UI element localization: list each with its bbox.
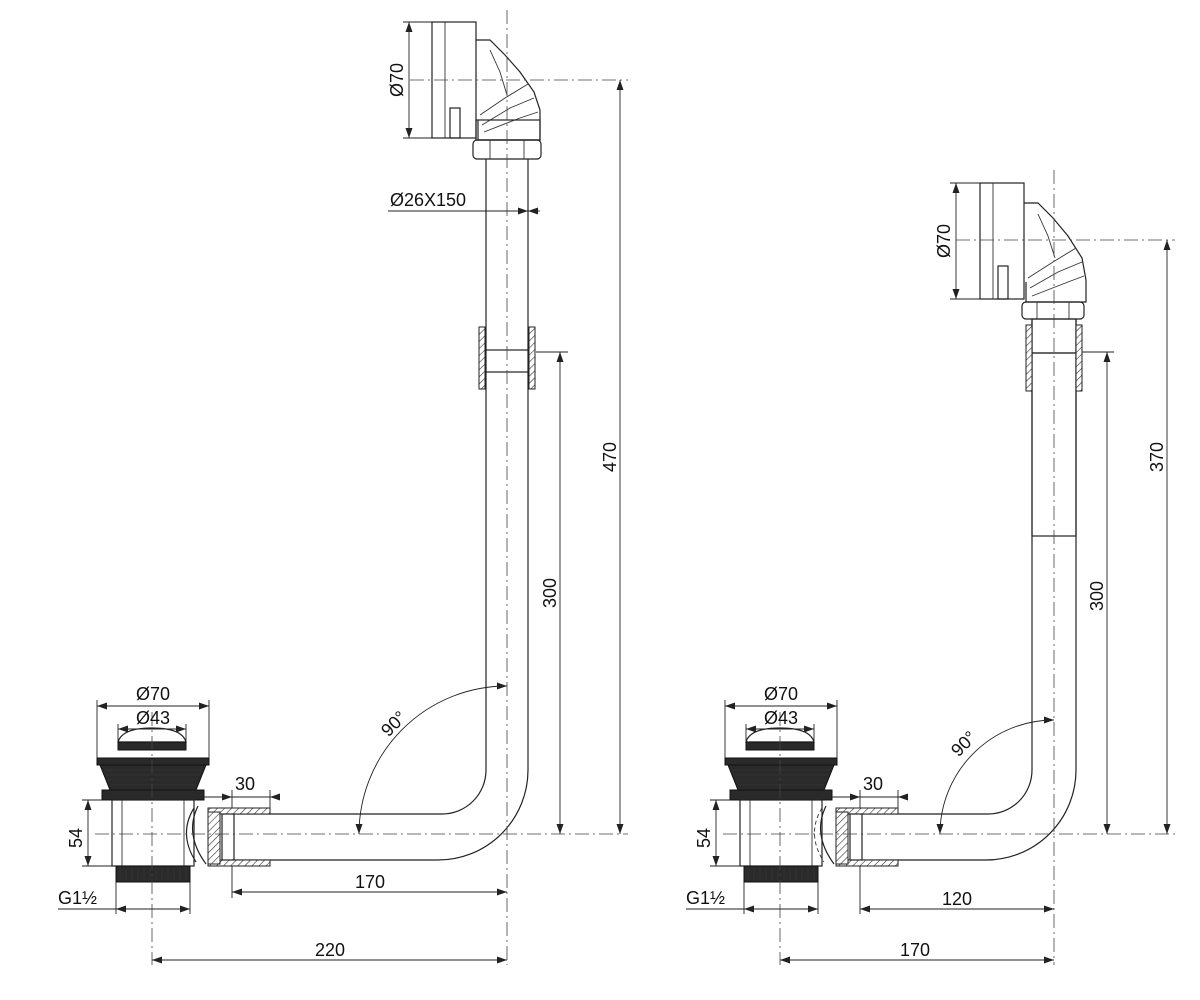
- right-waste-height-label: 54: [694, 828, 714, 848]
- right-horizontal-pipe: [835, 807, 988, 867]
- right-plug-inner-diameter-label: Ø43: [764, 708, 798, 728]
- right-vertical-pipe: [1025, 318, 1083, 770]
- left-waste-body: [96, 727, 210, 883]
- left-elbow-bend: [437, 769, 529, 861]
- left-dimensions: Ø70 Ø26X150 470 300 90° Ø70 Ø43: [58, 21, 624, 964]
- right-overflow-head: [979, 182, 1087, 320]
- left-telescopic-height-label: 300: [540, 578, 560, 608]
- right-bend-angle-label: 90°: [947, 727, 980, 760]
- left-bend-angle-label: 90°: [377, 707, 410, 740]
- left-overflow-diameter-label: Ø70: [387, 63, 407, 97]
- left-overflow-head: [431, 21, 542, 160]
- left-horizontal-run-label: 170: [355, 872, 385, 892]
- right-center-lines: [723, 170, 1175, 965]
- left-plug-outer-diameter-label: Ø70: [136, 684, 170, 704]
- right-telescopic-height-label: 300: [1087, 581, 1107, 611]
- right-dimensions: Ø70 370 300 90° Ø70 Ø43: [686, 182, 1171, 964]
- left-connector-length-label: 30: [235, 774, 255, 794]
- right-connector-length-label: 30: [863, 774, 883, 794]
- left-assembly: Ø70 Ø26X150 470 300 90° Ø70 Ø43: [58, 10, 628, 965]
- left-waste-height-label: 54: [66, 828, 86, 848]
- left-pipe-spec-label: Ø26X150: [390, 190, 466, 210]
- right-waste-body: [724, 727, 838, 883]
- right-assembly: Ø70 370 300 90° Ø70 Ø43: [686, 170, 1175, 965]
- right-elbow-bend: [985, 769, 1077, 861]
- left-total-height-label: 470: [600, 442, 620, 472]
- right-total-height-label: 370: [1147, 442, 1167, 472]
- left-thread-size-label: G1½: [58, 888, 97, 908]
- left-total-width-label: 220: [315, 940, 345, 960]
- right-plug-outer-diameter-label: Ø70: [764, 684, 798, 704]
- right-horizontal-run-label: 120: [942, 889, 972, 909]
- left-center-lines: [95, 10, 628, 965]
- right-overflow-diameter-label: Ø70: [934, 224, 954, 258]
- right-thread-size-label: G1½: [686, 888, 725, 908]
- left-horizontal-pipe: [207, 807, 442, 867]
- left-plug-inner-diameter-label: Ø43: [136, 708, 170, 728]
- right-total-width-label: 170: [900, 940, 930, 960]
